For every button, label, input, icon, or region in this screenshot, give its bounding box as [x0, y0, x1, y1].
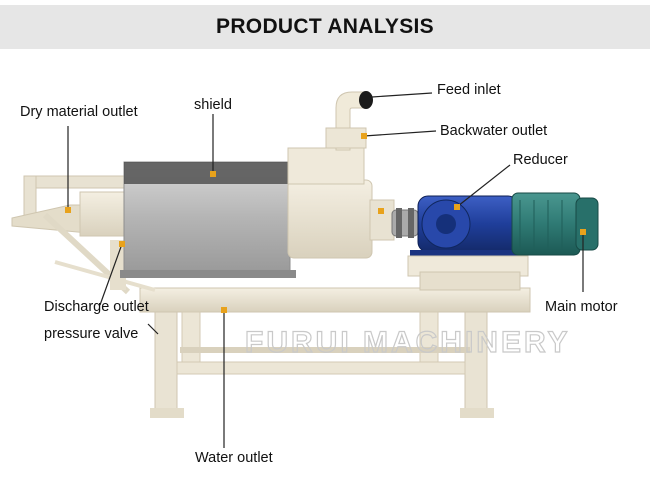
shield-cover [120, 161, 296, 278]
marker-shield [210, 171, 216, 177]
marker-dots [65, 133, 586, 313]
frame [139, 287, 531, 418]
label-discharge-outlet: Discharge outlet [44, 299, 149, 315]
label-dry-material-outlet: Dry material outlet [20, 104, 138, 120]
marker-discharge-outlet [119, 241, 125, 247]
page-title: PRODUCT ANALYSIS [216, 15, 434, 38]
main-motor-unit [511, 192, 599, 256]
marker-main-motor [580, 229, 586, 235]
leader-backwater-outlet [363, 130, 437, 137]
leader-pressure-valve [147, 323, 159, 335]
feed-inlet-pipe [325, 91, 373, 151]
marker-water-outlet [221, 307, 227, 313]
leader-lines [67, 92, 584, 448]
leader-reducer [457, 164, 511, 207]
marker-backwater-outlet [361, 133, 367, 139]
label-feed-inlet: Feed inlet [437, 82, 501, 98]
label-shield: shield [194, 97, 232, 113]
label-pressure-valve: pressure valve [44, 326, 139, 342]
watermark: FURUI MACHINERY [245, 326, 571, 359]
coupling [391, 208, 419, 238]
marker-reducer [454, 204, 460, 210]
title-banner: PRODUCT ANALYSIS [0, 5, 650, 49]
marker-coupling [378, 208, 384, 214]
main-body [287, 147, 395, 259]
label-backwater-outlet: Backwater outlet [440, 123, 548, 139]
leader-feed-inlet [371, 92, 433, 98]
leader-discharge-outlet [99, 243, 123, 306]
dry-material-outlet-structure [11, 175, 156, 295]
marker-dry-material-outlet [65, 207, 71, 213]
reducer-unit [410, 195, 520, 264]
label-water-outlet: Water outlet [195, 450, 273, 466]
label-main-motor: Main motor [545, 299, 618, 315]
label-reducer: Reducer [513, 152, 568, 168]
motor-base [407, 255, 529, 291]
